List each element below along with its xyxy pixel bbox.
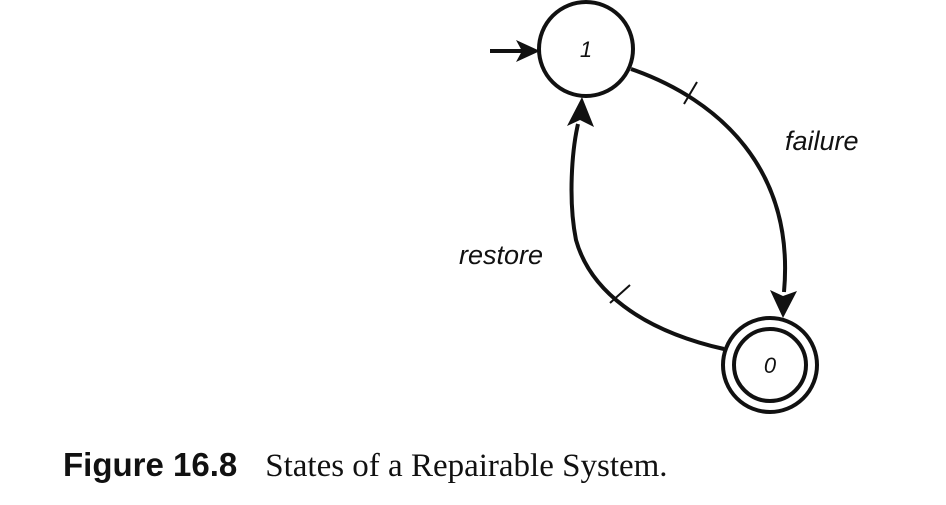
state-1-label: 1 (580, 37, 592, 62)
restore-tick-mark (609, 284, 631, 304)
failure-tick-mark (683, 81, 698, 105)
figure-caption-text: States of a Repairable System. (265, 448, 668, 484)
state-0-node: 0 (721, 316, 819, 414)
failure-label: failure (785, 126, 859, 156)
figure-caption: Figure 16.8 States of a Repairable System… (63, 446, 668, 485)
state-1-node: 1 (537, 0, 635, 98)
figure-number: Figure 16.8 (63, 446, 238, 483)
restore-transition: restore (459, 97, 725, 351)
initial-state-arrow (490, 40, 540, 62)
restore-label: restore (459, 240, 543, 270)
failure-transition: failure (630, 67, 859, 318)
state-0-label: 0 (764, 353, 777, 378)
